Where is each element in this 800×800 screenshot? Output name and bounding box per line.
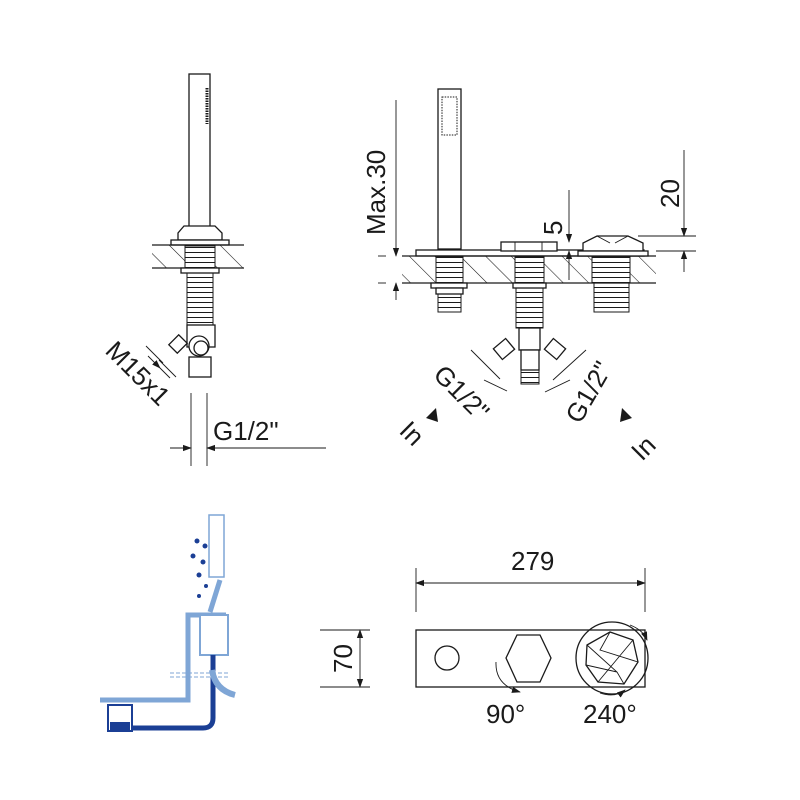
diamond-knob: [582, 235, 644, 252]
depth-label: 70: [328, 644, 358, 673]
water-drops-icon: [190, 538, 208, 598]
installation-illustration: [100, 514, 236, 732]
inlet-right-label: In: [625, 430, 662, 467]
shower-nozzle-grid: [441, 96, 458, 136]
shower-holder: [177, 225, 223, 241]
spout-hex: [505, 634, 552, 683]
front-view: Max.30 5 20 G1/2" G1/2" In In: [361, 88, 696, 467]
knob-rotation-label: 240°: [583, 699, 637, 729]
inlet-left-label: In: [394, 415, 431, 452]
inlet-left-arrow: [426, 408, 438, 422]
lock-nut: [180, 267, 220, 274]
knob-height-label: 20: [655, 179, 685, 208]
inlet-left-size: G1/2": [428, 359, 496, 427]
hand-shower: [208, 514, 225, 578]
spout-rotation-label: 90°: [486, 699, 525, 729]
hand-shower: [188, 73, 211, 233]
inlet-right-size: G1/2": [559, 356, 618, 428]
connection-size-label: G1/2": [213, 416, 279, 446]
knob-rotation-circle: [575, 621, 649, 695]
deck-flange: [170, 239, 230, 246]
shower-hole: [434, 645, 460, 671]
top-view: 90° 240° 279 70: [320, 546, 649, 729]
inlet-right-arrow: [620, 408, 632, 422]
threaded-shank: [186, 272, 214, 326]
spout-height-label: 5: [538, 221, 568, 235]
max-thickness-label: Max.30: [361, 150, 391, 235]
valve-outlet: [188, 356, 212, 378]
knob-hex: [585, 631, 639, 685]
width-label: 279: [511, 546, 554, 576]
hand-shower: [437, 88, 462, 250]
side-view: M15x1 G1/2": [100, 73, 326, 466]
spout: [500, 241, 558, 252]
mounting-plate-outline: [415, 629, 646, 688]
